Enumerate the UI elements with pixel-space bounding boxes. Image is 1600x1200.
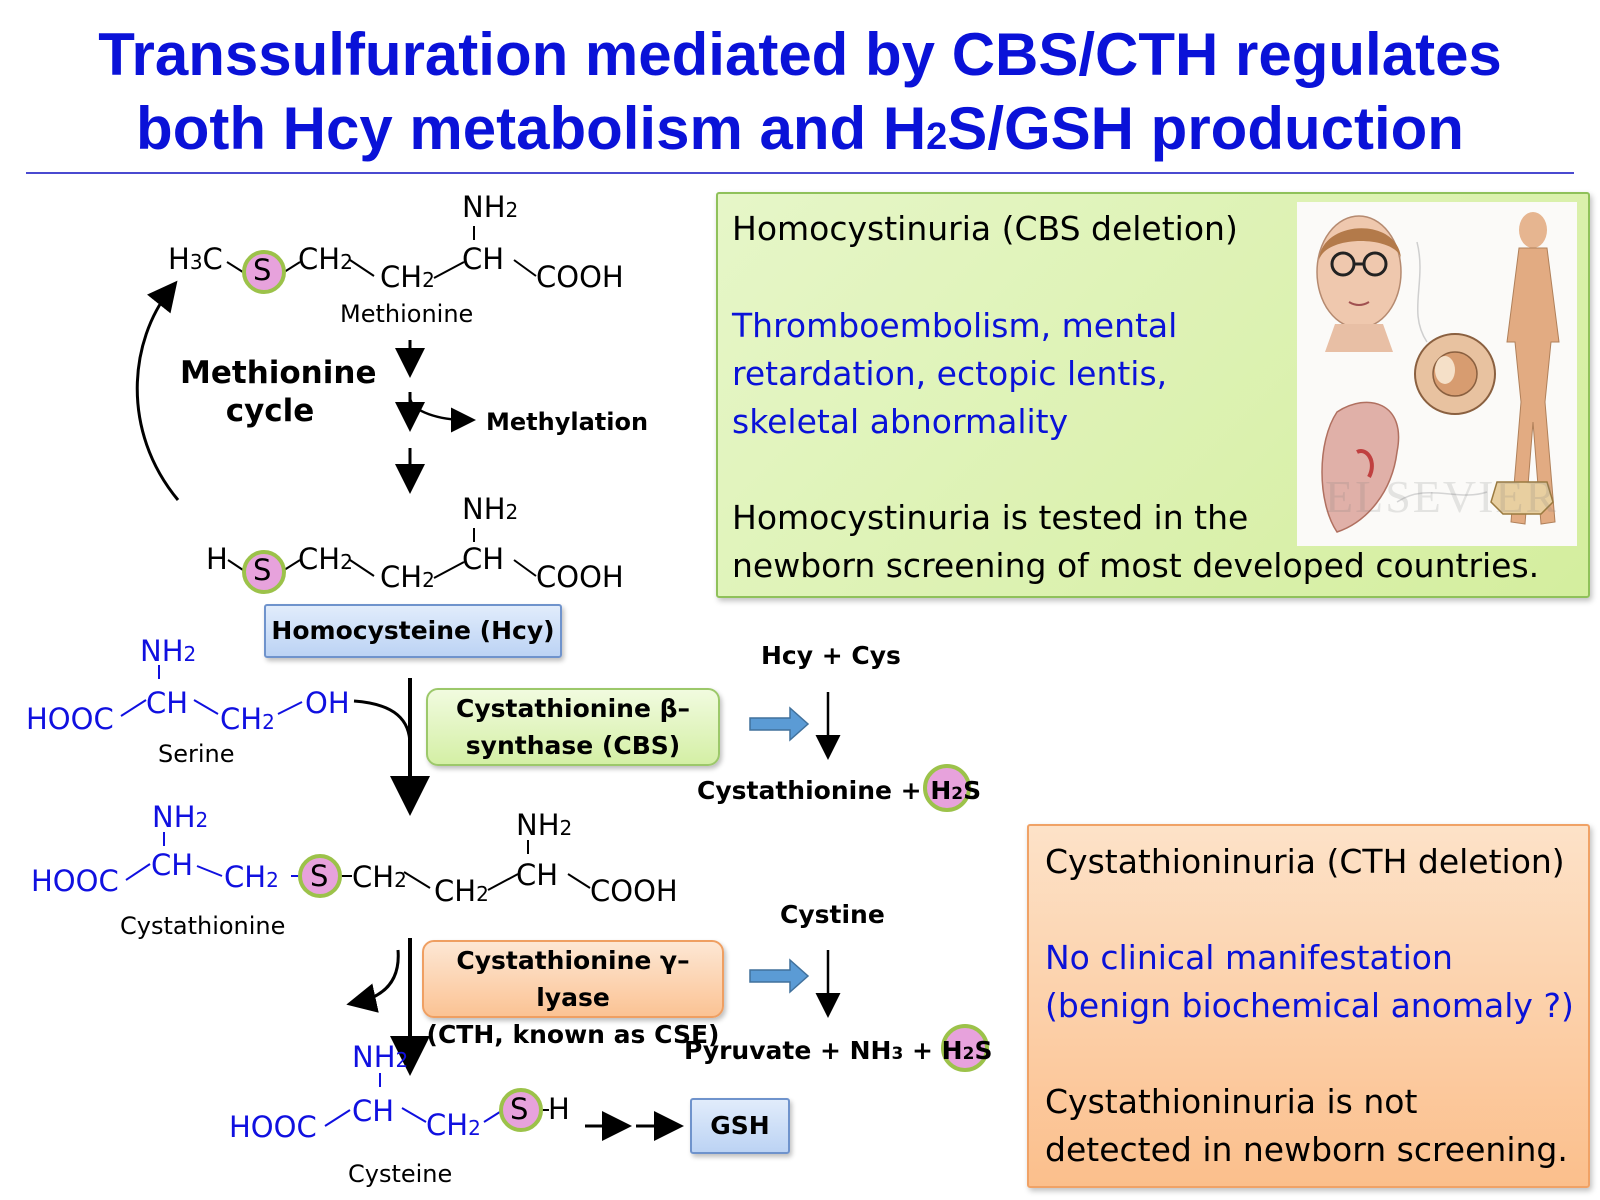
medical-illustration-image <box>1316 212 1560 533</box>
cystathioninuria-symptom: (benign biochemical anomaly ?) <box>1045 986 1574 1025</box>
methylation-arrow <box>408 397 476 433</box>
cystathionine-label: Cystathionine <box>120 912 286 940</box>
cystathionine-nh2b: NH2 <box>516 808 573 842</box>
serine-ch: CH <box>146 686 189 720</box>
sulfur-atom-methionine <box>242 250 286 294</box>
serine-bonds <box>120 665 303 717</box>
cystathionine-ch2c: CH2 <box>434 874 489 908</box>
homocysteine-nh2: NH2 <box>462 492 519 526</box>
homocysteine-cooh: COOH <box>536 560 624 594</box>
cth-reactant: Cystine <box>780 900 885 929</box>
cbs-enzyme-box: Cystathionine β– synthase (CBS) <box>426 688 720 766</box>
methionine-ch2a: CH2 <box>298 242 353 276</box>
cystathionine-ch2a: CH2 <box>224 860 279 894</box>
cystathioninuria-symptom: No clinical manifestation <box>1045 938 1453 977</box>
methionine-cooh: COOH <box>536 260 624 294</box>
cbs-products: Cystathionine + H2S <box>697 776 982 805</box>
cbs-blue-arrow <box>749 706 810 742</box>
cystathioninuria-panel <box>1027 824 1590 1188</box>
methionine-ch: CH <box>462 242 505 276</box>
methionine-label: Methionine <box>340 300 474 328</box>
homocystinuria-note: Homocystinuria is tested in the <box>732 498 1249 537</box>
homocystinuria-illustration: ELSEVIER <box>1297 202 1577 546</box>
cysteine-h: H <box>548 1092 570 1126</box>
cth-branch-arrow <box>346 949 400 1013</box>
slide-title-line2: both Hcy metabolism and H2S/GSH producti… <box>136 95 1464 162</box>
homocystinuria-symptom: retardation, ectopic lentis, <box>732 354 1168 393</box>
elsevier-watermark: ELSEVIER <box>1325 471 1559 522</box>
homocysteine-ch2b: CH2 <box>380 560 435 594</box>
sulfur-atom-cysteine <box>499 1088 543 1132</box>
cysteine-ch2: CH2 <box>426 1108 481 1142</box>
serine-label: Serine <box>158 740 235 768</box>
cysteine-label: Cysteine <box>348 1160 453 1188</box>
gsh-box: GSH <box>690 1098 790 1154</box>
sulfur-atom-homocysteine <box>242 550 286 594</box>
homocysteine-h: H <box>206 542 228 576</box>
methionine-h3c: H3C <box>168 242 223 276</box>
homocysteine-ch2a: CH2 <box>298 542 353 576</box>
cth-enzyme-line1: Cystathionine γ–lyase <box>456 946 690 1012</box>
homocysteine-label-box: Homocysteine (Hcy) <box>264 604 562 658</box>
homocysteine-ch: CH <box>462 542 505 576</box>
serine-ch2: CH2 <box>220 702 275 736</box>
serine-nh2: NH2 <box>140 634 197 668</box>
cth-enzyme-box: Cystathionine γ–lyase (CTH, known as CSE… <box>422 940 724 1049</box>
cysteine-ch: CH <box>352 1094 395 1128</box>
title-divider <box>26 172 1574 174</box>
slide-title-line1: Transsulfuration mediated by CBS/CTH reg… <box>98 21 1502 88</box>
homocystinuria-symptom: Thromboembolism, mental <box>732 306 1178 345</box>
cystathioninuria-note: Cystathioninuria is not <box>1045 1082 1418 1121</box>
cystathionine-nh2a: NH2 <box>152 800 209 834</box>
cystathioninuria-heading: Cystathioninuria (CTH deletion) <box>1045 842 1565 881</box>
sulfur-atom-h2s-cbs <box>923 764 971 812</box>
serine-hooc: HOOC <box>26 702 114 736</box>
cysteine-nh2: NH2 <box>352 1040 409 1074</box>
cystathionine-ch-a: CH <box>151 848 194 882</box>
methionine-cycle-arrow <box>135 280 180 501</box>
methionine-s: S <box>253 253 272 287</box>
cth-products: Pyruvate + NH3 + H2S <box>684 1036 993 1065</box>
cysteine-s: S <box>510 1092 529 1126</box>
cystathionine-hooc: HOOC <box>31 864 119 898</box>
cth-enzyme-line2: (CTH, known as CSE) <box>426 1020 720 1049</box>
methylation-label: Methylation <box>486 408 649 436</box>
homocysteine-s: S <box>253 553 272 587</box>
sulfur-atom-h2s-cth <box>941 1024 989 1072</box>
cystathionine-s: S <box>310 859 329 893</box>
homocystinuria-symptom: skeletal abnormality <box>732 402 1069 441</box>
methionine-ch2b: CH2 <box>380 260 435 294</box>
homocystinuria-note: newborn screening of most developed coun… <box>732 546 1540 585</box>
cbs-enzyme-line2: synthase (CBS) <box>465 731 681 760</box>
cbs-reactants: Hcy + Cys <box>761 641 901 670</box>
serine-oh: OH <box>305 686 350 720</box>
cystathionine-ch-b: CH <box>516 858 559 892</box>
cystathioninuria-note: detected in newborn screening. <box>1045 1130 1568 1169</box>
sulfur-atom-cystathionine <box>298 854 342 898</box>
serine-join-arrow <box>353 699 412 746</box>
cysteine-hooc: HOOC <box>229 1110 317 1144</box>
cystathionine-ch2b: CH2 <box>352 860 407 894</box>
cbs-enzyme-line1: Cystathionine β– <box>455 694 691 723</box>
methionine-cycle-label-1: Methionine <box>180 355 377 391</box>
cth-blue-arrow <box>749 958 810 994</box>
homocystinuria-heading: Homocystinuria (CBS deletion) <box>732 209 1238 248</box>
methionine-cycle-label-2: cycle <box>225 393 315 429</box>
methionine-nh2: NH2 <box>462 190 519 224</box>
cystathionine-cooh: COOH <box>590 874 678 908</box>
cystathionine-bonds-black <box>338 840 591 891</box>
